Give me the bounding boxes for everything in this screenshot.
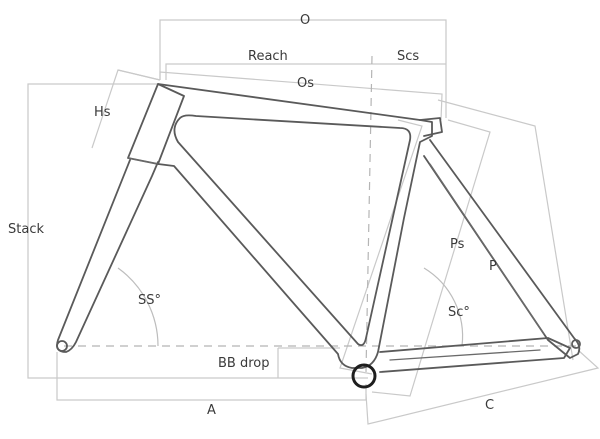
seat-stay-inner bbox=[429, 163, 545, 335]
label-stack: Stack bbox=[8, 222, 44, 237]
dimension-lines bbox=[27, 19, 600, 425]
crown-line bbox=[127, 157, 159, 165]
chain-stay bbox=[379, 337, 571, 373]
label-o: O bbox=[300, 13, 310, 28]
seat-collar bbox=[419, 117, 443, 137]
seat-stay bbox=[423, 139, 581, 359]
front-dropout bbox=[56, 340, 68, 352]
label-scs: Scs bbox=[397, 49, 419, 64]
chain-stay-inner bbox=[389, 349, 541, 361]
label-p: P bbox=[489, 259, 497, 274]
fork bbox=[56, 159, 159, 353]
rear-dropout bbox=[571, 339, 581, 349]
label-reach: Reach bbox=[248, 49, 288, 64]
label-c: C bbox=[485, 398, 494, 413]
seat-tube-guide bbox=[339, 119, 423, 375]
label-hs: Hs bbox=[94, 105, 111, 120]
label-bb-drop: BB drop bbox=[218, 356, 270, 371]
dimension-labels: O Reach Scs Os Hs Stack Ps P SS° Sc° BB … bbox=[8, 13, 497, 418]
ss-angle-arc bbox=[117, 267, 159, 347]
ps-dimension bbox=[371, 119, 491, 397]
label-ss-angle: SS° bbox=[138, 293, 161, 308]
bike-frame bbox=[56, 83, 581, 389]
label-sc-angle: Sc° bbox=[448, 305, 470, 320]
label-os: Os bbox=[297, 76, 314, 91]
c-dimension bbox=[365, 349, 600, 425]
main-triangle-outer bbox=[157, 83, 433, 369]
bb-vertical-line bbox=[365, 55, 373, 373]
a-dimension bbox=[56, 352, 367, 401]
o-dimension bbox=[159, 19, 447, 118]
reference-lines bbox=[64, 55, 578, 373]
label-ps: Ps bbox=[450, 237, 465, 252]
head-tube-edge bbox=[117, 69, 161, 81]
p-dimension bbox=[437, 99, 574, 361]
angle-arcs bbox=[117, 267, 464, 347]
main-triangle-inner bbox=[173, 114, 412, 347]
os-dimension bbox=[159, 71, 443, 121]
stack-dimension bbox=[27, 83, 368, 379]
sc-angle-arc bbox=[423, 267, 464, 347]
reach-dimension bbox=[165, 63, 372, 80]
label-a: A bbox=[207, 403, 216, 418]
bottom-bracket bbox=[351, 363, 377, 389]
